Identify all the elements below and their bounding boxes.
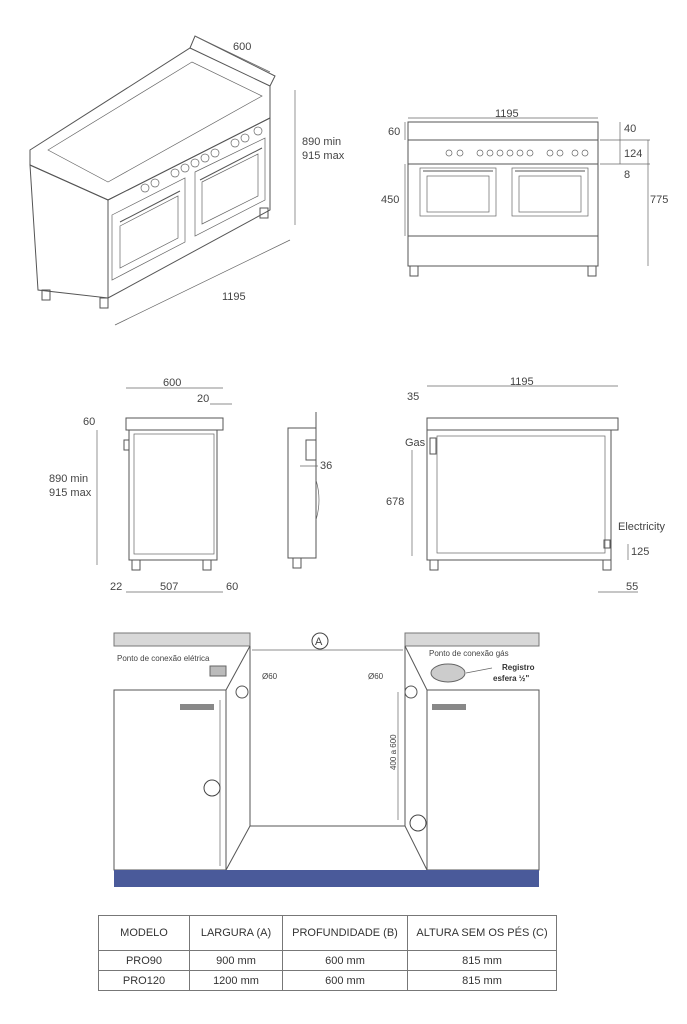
side-507: 507 [160, 581, 178, 593]
rear-width: 1195 [510, 376, 534, 388]
iso-height-min: 890 min [302, 136, 341, 148]
header-modelo: MODELO [98, 915, 190, 951]
rear-35: 35 [407, 391, 419, 403]
front-8: 8 [624, 169, 630, 181]
side-60: 60 [226, 581, 238, 593]
marker-b-circle [409, 814, 427, 832]
side-h-max: 915 max [49, 487, 92, 499]
counter-right [404, 632, 540, 647]
marker-a-circle [311, 632, 329, 650]
cell-height: 815 mm [407, 970, 557, 991]
front-top60: 60 [388, 126, 400, 138]
iso-height-max: 915 max [302, 150, 345, 162]
hole-left-label: Ø60 [262, 672, 278, 681]
electric-box [209, 665, 227, 677]
marker-c-circle [203, 779, 221, 797]
cell-depth: 600 mm [282, 970, 408, 991]
header-altura: ALTURA SEM OS PÉS (C) [407, 915, 557, 951]
front-450: 450 [381, 194, 399, 206]
iso-width-label: 1195 [222, 291, 246, 303]
rear-view [411, 385, 638, 593]
cell-width: 1200 mm [189, 970, 283, 991]
cell-model: PRO120 [98, 970, 190, 991]
iso-depth-label: 600 [233, 41, 251, 53]
header-profundidade: PROFUNDIDADE (B) [282, 915, 408, 951]
marker-a: A [315, 636, 323, 648]
gas-point [430, 663, 466, 683]
registro-line2: esfera ½" [493, 674, 529, 683]
table-row: PRO120 1200 mm 600 mm 815 mm [98, 970, 557, 991]
height-range-label: 400 a 600 [389, 734, 398, 770]
side-22: 22 [110, 581, 122, 593]
rear-gas: Gas [405, 437, 426, 449]
cell-model: PRO90 [98, 950, 190, 971]
side-h-min: 890 min [49, 473, 88, 485]
floor [114, 870, 539, 887]
side-top60: 60 [83, 416, 95, 428]
table-row: PRO90 900 mm 600 mm 815 mm [98, 950, 557, 971]
profile-view [287, 412, 320, 569]
gas-label: Ponto de conexão gás [429, 649, 509, 658]
knob-row [140, 126, 263, 193]
electric-label: Ponto de conexão elétrica [117, 654, 210, 663]
profile-36: 36 [320, 460, 332, 472]
hole-left [235, 685, 249, 699]
rear-55: 55 [626, 581, 638, 593]
rear-678: 678 [386, 496, 404, 508]
rear-electricity: Electricity [618, 521, 666, 533]
table-header-row: MODELO LARGURA (A) PROFUNDIDADE (B) ALTU… [98, 915, 557, 951]
front-width: 1195 [495, 108, 519, 120]
installation-diagram [113, 632, 540, 887]
registro-line1: Registro [502, 663, 535, 672]
isometric-view [29, 35, 296, 326]
front-40: 40 [624, 123, 636, 135]
spec-table: MODELO LARGURA (A) PROFUNDIDADE (B) ALTU… [98, 915, 557, 991]
hole-right [404, 685, 418, 699]
rear-125: 125 [631, 546, 649, 558]
front-view [404, 117, 650, 277]
front-775: 775 [650, 194, 668, 206]
front-124: 124 [624, 148, 642, 160]
side-depth: 600 [163, 377, 181, 389]
side-20: 20 [197, 393, 209, 405]
header-largura: LARGURA (A) [189, 915, 283, 951]
cabinet-right [426, 689, 540, 871]
counter-left [113, 632, 251, 647]
cell-depth: 600 mm [282, 950, 408, 971]
cell-width: 900 mm [189, 950, 283, 971]
cell-height: 815 mm [407, 950, 557, 971]
side-view [96, 387, 232, 593]
cabinet-left-handle [180, 704, 214, 710]
front-knobs [445, 149, 589, 157]
cabinet-right-handle [432, 704, 466, 710]
hole-right-label: Ø60 [368, 672, 384, 681]
